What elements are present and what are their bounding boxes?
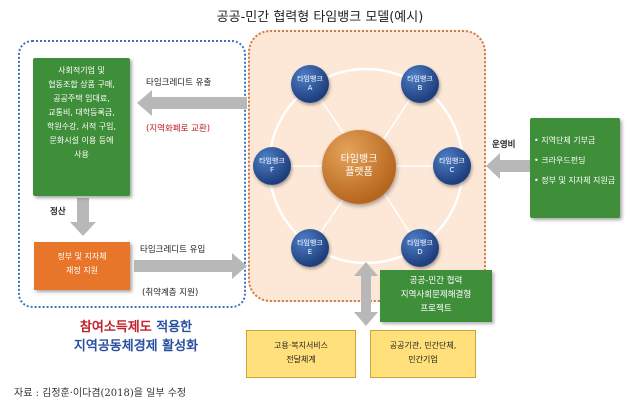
- government-support-line: 정부 및 지자체: [57, 252, 107, 261]
- summary-line-2: 지역공동체경제 활성화: [73, 339, 199, 354]
- funding-item: • 정부 및 지자체 지원금: [534, 176, 616, 185]
- operating-cost-label: 운영비: [492, 140, 516, 150]
- outflow-note: (지역화폐로 교환): [146, 124, 211, 134]
- summary-line-1: 참여소득제도 적용한: [36, 318, 236, 337]
- funding-item: • 지역단체 기부금: [534, 136, 596, 145]
- government-support-box: 정부 및 지자체 재정 지원: [34, 242, 130, 290]
- usage-line: 학원수강, 서적 구입,: [46, 122, 117, 131]
- funding-item: • 크라우드펀딩: [534, 156, 586, 165]
- settlement-label: 정산: [50, 207, 66, 217]
- inflow-arrow: [134, 253, 247, 279]
- project-line: 프로젝트: [420, 304, 452, 314]
- inflow-label: 타임크레디트 유입: [140, 245, 206, 255]
- vertical-double-arrow: [354, 262, 378, 326]
- left-dotted-region: [18, 40, 246, 308]
- inflow-note: (취약계층 지원): [142, 288, 199, 298]
- timebank-platform-circle: 타임뱅크 플랫폼: [322, 130, 396, 204]
- summary-highlight: 참여소득제도: [79, 320, 152, 335]
- partners-line: 민간기업: [408, 355, 438, 364]
- usage-line: 문화시설 이용 등에: [49, 136, 114, 145]
- partners-line: 공공기관, 민간단체,: [389, 341, 457, 350]
- welfare-line: 전달체계: [286, 355, 316, 364]
- outflow-label: 타임크레디트 유출: [146, 78, 212, 88]
- welfare-line: 고용·복지서비스: [273, 341, 329, 350]
- government-support-line: 재정 지원: [66, 266, 98, 275]
- usage-line: 사회적기업 및: [58, 66, 105, 75]
- project-line: 공공-민간 협력: [409, 276, 463, 286]
- collaboration-project-box: 공공-민간 협력 지역사회문제해결형 프로젝트: [380, 270, 492, 322]
- usage-line: 사용: [74, 150, 89, 159]
- diagram-title: 공공-민간 협력형 타임뱅크 모델(예시): [216, 10, 424, 25]
- funding-sources-box: • 지역단체 기부금 • 크라우드펀딩 • 정부 및 지자체 지원금: [530, 118, 620, 218]
- outflow-arrow: [137, 90, 247, 116]
- usage-line: 공공주택 임대료,: [53, 94, 110, 103]
- usage-line: 협동조합 상품 구매,: [48, 80, 115, 89]
- operating-cost-arrow: [486, 153, 530, 179]
- platform-line: 타임뱅크: [340, 154, 378, 165]
- welfare-delivery-box: 고용·복지서비스 전달체계: [246, 330, 356, 378]
- partners-box: 공공기관, 민간단체, 민간기업: [370, 330, 476, 378]
- project-line: 지역사회문제해결형: [400, 290, 472, 300]
- settlement-arrow: [70, 198, 96, 236]
- source-note: 자료 : 김정훈·이다겸(2018)을 일부 수정: [14, 388, 187, 399]
- usage-box: 사회적기업 및 협동조합 상품 구매, 공공주택 임대료, 교통비, 대학등록금…: [33, 58, 130, 196]
- summary-rest: 적용한: [151, 320, 193, 335]
- platform-line: 플랫폼: [345, 167, 373, 178]
- summary-text: 참여소득제도 적용한 지역공동체경제 활성화: [36, 318, 236, 356]
- usage-line: 교통비, 대학등록금,: [48, 108, 115, 117]
